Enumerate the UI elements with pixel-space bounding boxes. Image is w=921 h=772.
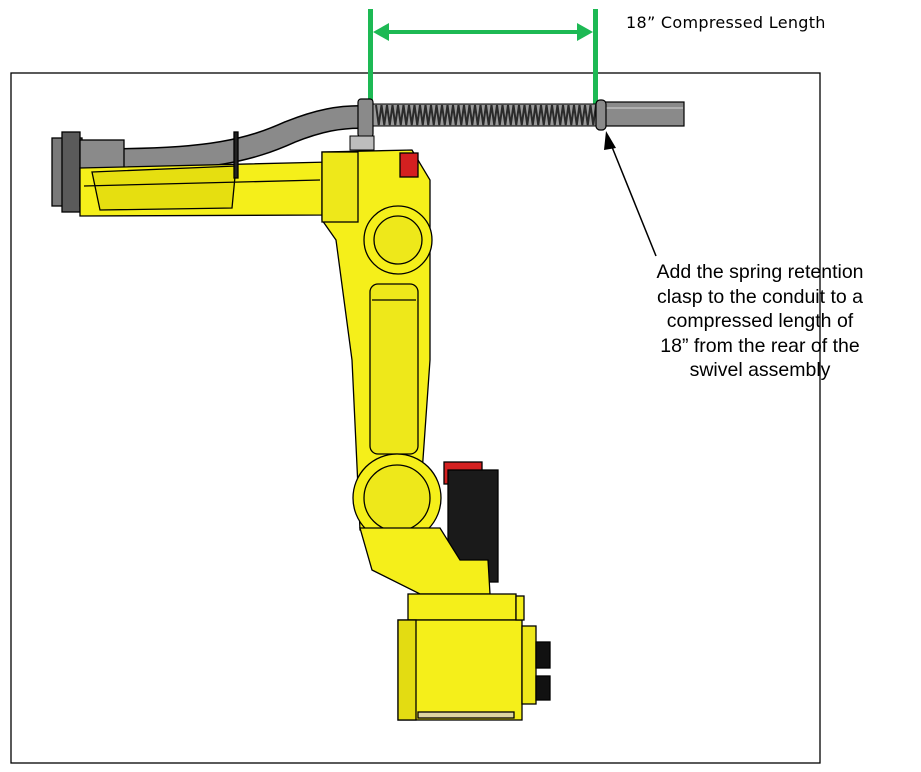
spring-coil	[446, 104, 454, 126]
spring-coil	[430, 104, 438, 126]
callout-line-4: 18” from the rear of the	[660, 334, 860, 357]
spring-coil	[556, 104, 564, 126]
callout-line-3: compressed length of	[666, 310, 854, 332]
spring-coil	[463, 104, 471, 126]
callout-line-5: swivel assembly	[689, 359, 831, 381]
spring-coil	[441, 104, 449, 126]
spring-coil	[386, 104, 394, 126]
spring-coil	[534, 104, 542, 126]
spring-coil	[479, 104, 487, 126]
spring-coil	[435, 104, 443, 126]
spring-coil	[562, 104, 570, 126]
spring-coil	[413, 104, 421, 126]
spring-coil	[507, 104, 515, 126]
spring-coil	[424, 104, 432, 126]
spring-coil	[375, 104, 383, 126]
spring-coil	[397, 104, 405, 126]
spring-coil	[573, 104, 581, 126]
spring-coil	[402, 104, 410, 126]
spring-coil	[457, 104, 465, 126]
robot-base	[352, 453, 551, 721]
callout-arrow	[604, 131, 657, 257]
callout-line-1: Add the spring retention	[656, 261, 864, 283]
robot-forearm	[51, 131, 331, 217]
spring-coil	[408, 104, 416, 126]
spring-coil	[391, 104, 399, 126]
spring	[372, 99, 607, 131]
spring-coil	[496, 104, 504, 126]
spring-coil	[518, 104, 526, 126]
spring-coil	[578, 104, 586, 126]
spring-coil	[485, 104, 493, 126]
spring-coil	[551, 104, 559, 126]
spring-coil	[545, 104, 553, 126]
spring-coil	[380, 104, 388, 126]
spring-coil	[501, 104, 509, 126]
callout-line-2: clasp to the conduit to a	[657, 285, 863, 308]
callout-text: Add the spring retention clasp to the co…	[590, 260, 921, 383]
conduit	[109, 101, 685, 172]
spring-coil	[584, 104, 592, 126]
robot-upper-arm	[321, 149, 433, 531]
spring-coil	[468, 104, 476, 126]
spring-coil	[452, 104, 460, 126]
spring-coil	[589, 104, 597, 126]
spring-coil	[567, 104, 575, 126]
spring-coil	[419, 104, 427, 126]
spring-coil	[512, 104, 520, 126]
spring-coil	[523, 104, 531, 126]
compressed-length-label: 18” Compressed Length	[626, 13, 826, 32]
spring-coil	[474, 104, 482, 126]
spring-coil	[490, 104, 498, 126]
frame-border	[10, 72, 821, 764]
spring-coil	[540, 104, 548, 126]
dimension-marker	[368, 9, 598, 117]
spring-retention-clasp	[595, 99, 607, 131]
spring-coil	[529, 104, 537, 126]
